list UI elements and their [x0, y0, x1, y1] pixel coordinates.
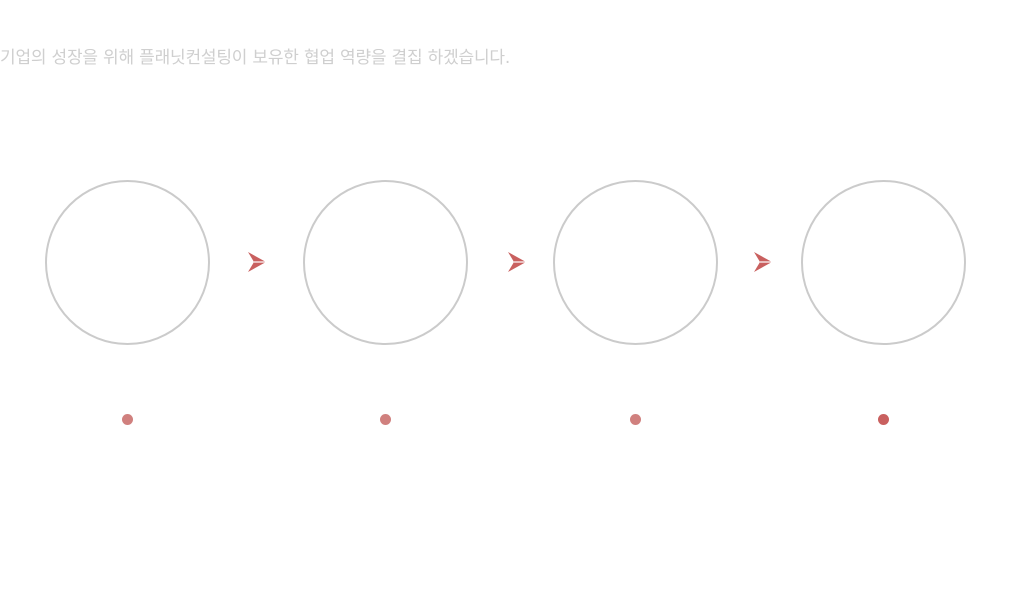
- step-circle-1: [45, 180, 210, 345]
- bullet-dot-icon: [630, 414, 641, 425]
- arrow-right-icon: [508, 252, 526, 272]
- step-circle-3: [553, 180, 718, 345]
- arrow-right-icon: [754, 252, 772, 272]
- arrow-right-icon: [248, 252, 266, 272]
- step-circle-2: [303, 180, 468, 345]
- page-headline: 기업의 성장을 위해 플래닛컨설팅이 보유한 협업 역량을 결집 하겠습니다.: [0, 48, 511, 68]
- step-circle-4: [801, 180, 966, 345]
- bullet-dot-icon: [380, 414, 391, 425]
- bullet-dot-icon: [878, 414, 889, 425]
- bullet-dot-icon: [122, 414, 133, 425]
